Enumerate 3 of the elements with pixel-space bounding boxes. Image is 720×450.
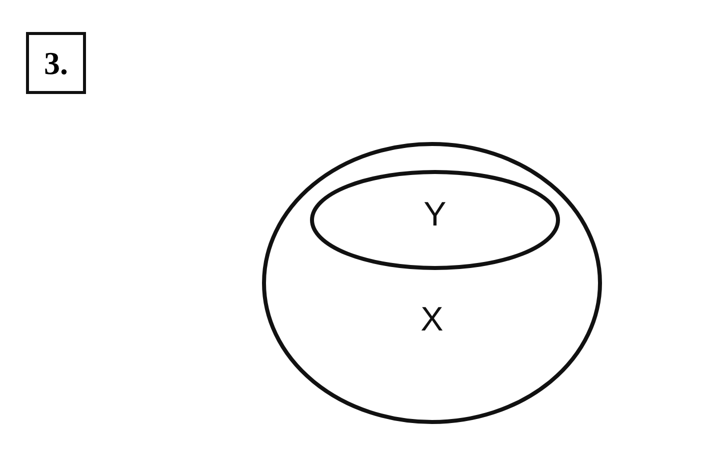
set-label: X	[420, 300, 444, 340]
set-label: Y	[424, 196, 446, 234]
problem-number: 3.	[26, 32, 86, 94]
